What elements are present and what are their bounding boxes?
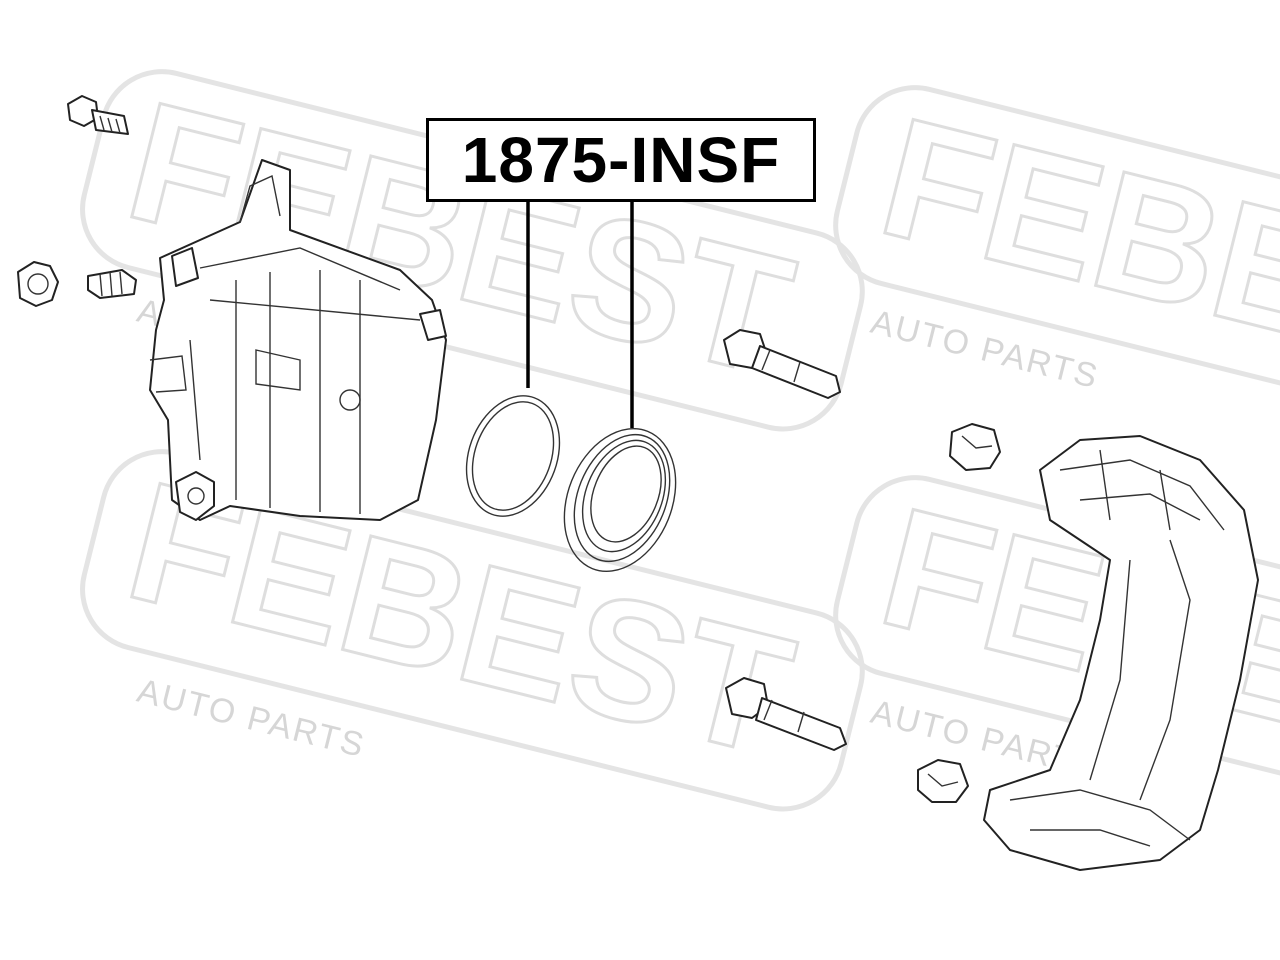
part-number-label: 1875-INSF	[426, 118, 816, 202]
guide-pin-upper	[723, 329, 841, 399]
caliper-housing	[149, 159, 447, 521]
caliper-bracket	[983, 435, 1259, 871]
piston-seal-ring	[465, 395, 561, 517]
watermark-tagline: AUTO PARTS	[133, 672, 369, 765]
bleeder-bolt	[67, 95, 129, 135]
guide-bushing-upper	[949, 423, 1001, 471]
part-number-text: 1875-INSF	[461, 124, 781, 196]
watermark-top-right: FEBEST AUTO PARTS	[833, 80, 1280, 448]
guide-pin-lower	[725, 677, 847, 751]
watermark-tagline: AUTO PARTS	[867, 303, 1103, 396]
hose-fitting	[17, 261, 137, 307]
guide-bushing-lower	[917, 759, 969, 803]
piston-dust-boot	[563, 427, 677, 573]
